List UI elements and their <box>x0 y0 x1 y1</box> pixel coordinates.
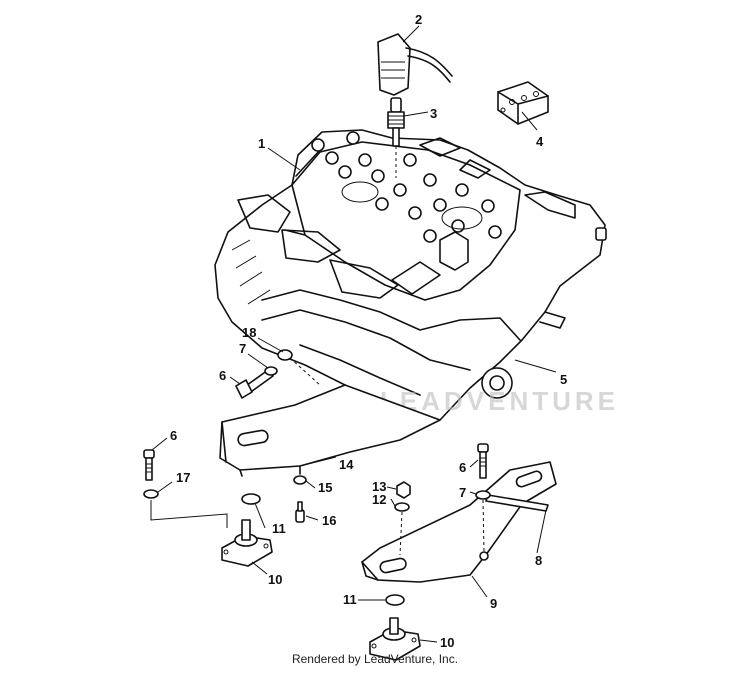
callout-18: 18 <box>242 325 256 340</box>
callout-15: 15 <box>318 480 332 495</box>
washer-right <box>475 490 491 500</box>
washer-12 <box>394 502 410 512</box>
washer-left-upper <box>264 366 278 376</box>
spark-plug <box>387 97 405 178</box>
callout-10-left: 10 <box>268 572 282 587</box>
watermark: LEADVENTURE <box>380 386 619 416</box>
callout-7-right: 7 <box>459 485 466 500</box>
callout-1: 1 <box>258 136 265 151</box>
callout-7-left: 7 <box>239 341 246 356</box>
callout-12: 12 <box>372 492 386 507</box>
bolt-right <box>477 443 489 479</box>
callout-5: 5 <box>560 372 567 387</box>
bolt-left-upper <box>235 369 274 399</box>
callout-17: 17 <box>176 470 190 485</box>
callout-labels: 2 3 4 1 5 18 7 6 6 17 14 15 16 11 10 13 … <box>170 12 567 650</box>
callout-4: 4 <box>536 134 544 149</box>
rendered-by-credit: Rendered by LeadVenture, Inc. <box>291 652 459 666</box>
rubber-mount-right <box>369 617 421 661</box>
callout-3: 3 <box>430 106 437 121</box>
callout-6-left: 6 <box>219 368 226 383</box>
washer-left-lower <box>241 493 261 505</box>
callout-13: 13 <box>372 479 386 494</box>
left-engine-mount-bracket <box>219 384 441 477</box>
callout-6-far-left: 6 <box>170 428 177 443</box>
engine-assembly <box>214 129 607 426</box>
spark-plug-cap <box>377 33 453 96</box>
callout-11-left: 11 <box>272 521 286 536</box>
nut-13 <box>396 481 411 499</box>
rubber-mount-left <box>221 519 273 567</box>
washer-15 <box>293 475 307 485</box>
callout-2: 2 <box>415 12 422 27</box>
washer-right-lower <box>385 594 405 606</box>
connector-block <box>497 81 549 125</box>
head-bolts <box>311 131 502 243</box>
washer-17 <box>143 489 159 499</box>
callout-6-right: 6 <box>459 460 466 475</box>
washer-18 <box>277 349 321 386</box>
leader-lines <box>151 25 557 643</box>
callout-14: 14 <box>339 457 354 472</box>
callout-10-right: 10 <box>440 635 454 650</box>
callout-9: 9 <box>490 596 497 611</box>
callout-16: 16 <box>322 513 336 528</box>
callout-11-right: 11 <box>343 592 357 607</box>
right-engine-mount-bracket <box>361 461 557 583</box>
bolt-far-left <box>143 449 155 481</box>
bolt-16 <box>295 501 305 523</box>
callout-8: 8 <box>535 553 542 568</box>
